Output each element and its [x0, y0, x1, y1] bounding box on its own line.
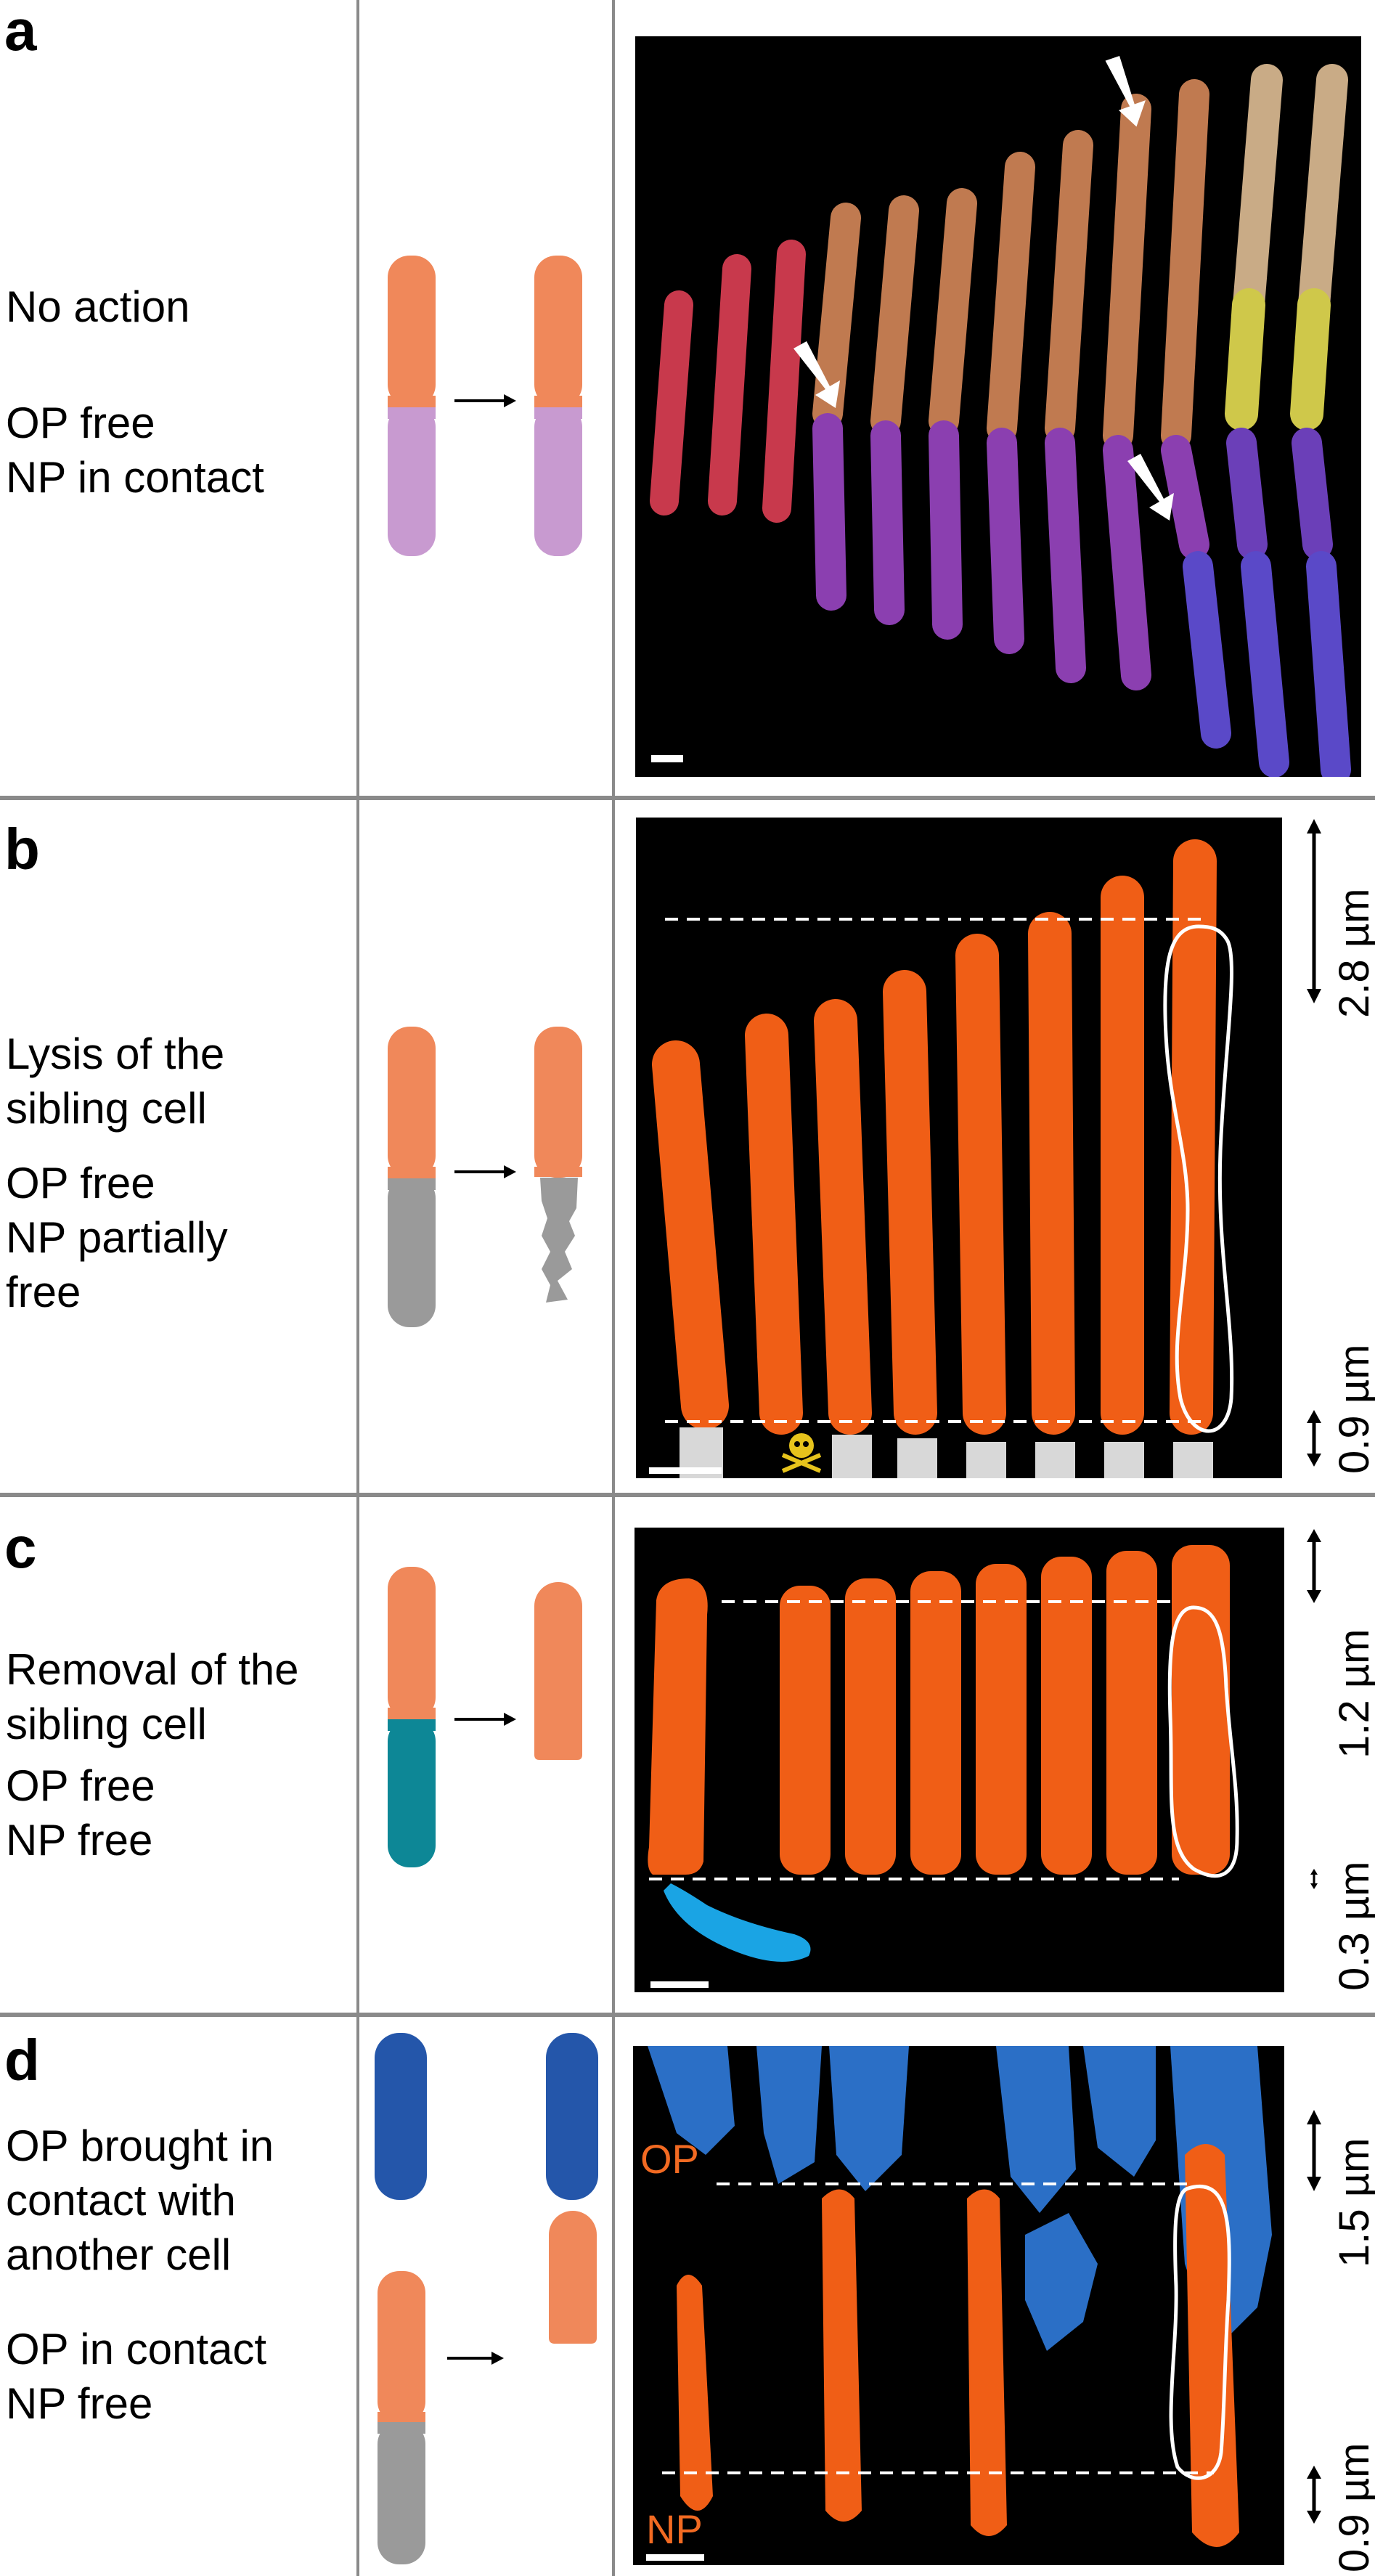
schematic-lysis	[388, 1027, 582, 1327]
op-cell-before	[388, 1027, 436, 1178]
op-cell-after	[534, 256, 582, 407]
op-cell-after	[549, 2211, 597, 2344]
lysed-cell-remnant	[540, 1178, 578, 1303]
measure-label-top: 1.2 µm	[1331, 1629, 1375, 1758]
np-cell-before	[378, 2422, 425, 2564]
op-cell-before	[378, 2271, 425, 2424]
panel-a: a No action OP free NP in contact	[0, 0, 1375, 796]
arrow-right-icon	[447, 2352, 504, 2365]
panel-title: Lysis of the sibling cell	[6, 1030, 225, 1133]
panel-b: b Lysis of the sibling cell OP free NP p…	[0, 800, 1375, 1493]
panel-title: No action	[6, 282, 190, 331]
arrow-right-icon	[454, 1713, 516, 1726]
scale-bar	[650, 1981, 709, 1988]
op-cell-before	[388, 1567, 436, 1719]
np-cell-before	[388, 405, 436, 556]
panel-title: Removal of the sibling cell	[6, 1645, 299, 1748]
measure-label-bottom: 0.9 µm	[1331, 2442, 1375, 2572]
panel-subtitle: OP free NP free	[6, 1761, 155, 1864]
scale-bar	[649, 1467, 722, 1474]
middle-column-divider	[612, 0, 615, 2576]
panel-title: OP brought in contact with another cell	[6, 2121, 274, 2279]
np-cell-after	[534, 405, 582, 556]
op-label: OP	[640, 2136, 699, 2182]
removed-cell-before	[388, 1719, 436, 1867]
micrograph-a	[635, 36, 1361, 777]
panel-letter: c	[4, 1515, 37, 1580]
micrograph-d: OP NP	[633, 2046, 1284, 2565]
panel-letter: b	[4, 817, 40, 881]
op-cell-after	[534, 1027, 582, 1178]
measure-label-top: 2.8 µm	[1331, 888, 1375, 1018]
removed-sibling-cell	[664, 1883, 811, 1962]
schematic-removal	[388, 1567, 582, 1867]
panel-d: d OP brought in contact with another cel…	[0, 2017, 1375, 2576]
other-cell-after	[546, 2033, 598, 2200]
arrow-right-icon	[454, 394, 516, 407]
schematic-contact	[375, 2033, 598, 2564]
micrograph-c	[635, 1528, 1284, 1992]
scale-bar	[646, 2554, 704, 2561]
op-cell-after	[534, 1582, 582, 1760]
arrow-right-icon	[454, 1165, 516, 1178]
np-label: NP	[646, 2506, 703, 2552]
panel-letter: a	[4, 0, 37, 62]
micrograph-b	[636, 818, 1282, 1478]
row-divider-b-c	[0, 1493, 1375, 1497]
panel-subtitle: OP free NP partially free	[6, 1159, 228, 1316]
scale-bar	[651, 755, 683, 762]
measure-label-top: 1.5 µm	[1331, 2137, 1375, 2267]
row-divider-c-d	[0, 2013, 1375, 2017]
row-divider-a-b	[0, 796, 1375, 800]
other-cell-before	[375, 2033, 427, 2200]
op-cell-before	[388, 256, 436, 407]
lysed-cell-before	[388, 1176, 436, 1327]
measure-arrows-c	[1307, 1529, 1321, 1889]
panel-subtitle: OP free NP in contact	[6, 399, 264, 502]
measure-arrows-b	[1307, 819, 1321, 1467]
measure-label-bottom: 0.3 µm	[1331, 1861, 1375, 1991]
measure-label-bottom: 0.9 µm	[1331, 1344, 1375, 1474]
panel-subtitle: OP in contact NP free	[6, 2325, 267, 2428]
measure-arrows-d	[1307, 2110, 1321, 2524]
panel-c: c Removal of the sibling cell OP free NP…	[0, 1497, 1375, 2013]
left-column-divider	[356, 0, 359, 2576]
skull-crossbones-icon	[781, 1433, 822, 1473]
panel-letter: d	[4, 2028, 40, 2092]
cell-outline	[1163, 924, 1234, 1433]
white-arrow-icon	[793, 55, 1174, 521]
cell-outline	[1169, 2184, 1231, 2480]
cell-outline	[1167, 1605, 1239, 1878]
schematic-no-action	[388, 256, 582, 556]
